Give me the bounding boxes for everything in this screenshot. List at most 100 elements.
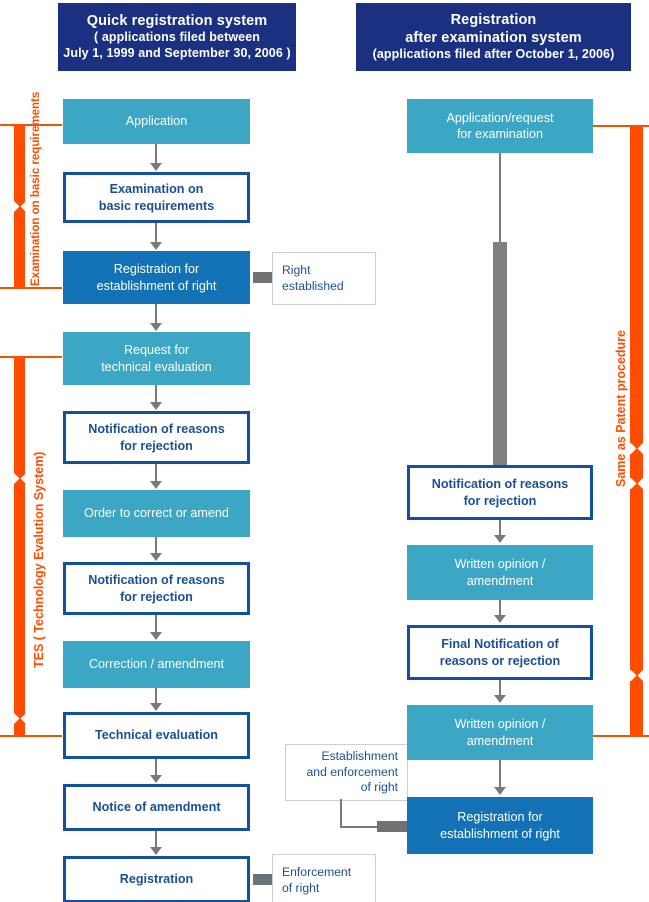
box-label-line-1: Request for (123, 343, 190, 358)
box-label-line-1: Application/request (446, 110, 554, 125)
box-technical-evaluation[interactable]: Technical evaluation (63, 712, 250, 759)
connector-line (155, 831, 157, 848)
note-label-line-2: of right (282, 880, 320, 895)
bracket-bar-patent-3 (630, 489, 643, 670)
box-label-line-2: technical evaluation (101, 359, 212, 374)
box-label-line-1: Application (125, 114, 188, 129)
box-request-for-technical-evaluation[interactable]: Request for technical evaluation (63, 332, 250, 385)
box-label-line-1: Notification of reasons (431, 477, 569, 492)
banner-subtitle-line-1: ( applications filed between (93, 30, 261, 45)
connector-arrow (494, 695, 506, 703)
connector-arrow (494, 615, 506, 623)
connector-arrow (494, 787, 506, 795)
connector-line (499, 600, 501, 616)
bracket-bar-patent-2 (630, 454, 643, 478)
connector-stub (253, 874, 272, 885)
connector-arrow (494, 535, 506, 543)
connector-line (340, 799, 342, 828)
note-establishment-and-enforcement-of-right: Establishment and enforcement of right (285, 744, 408, 801)
box-label-line-1: Notice of amendment (92, 800, 221, 815)
banner-title-line: Quick registration system (86, 13, 268, 30)
box-label-line-1: Technical evaluation (95, 728, 218, 743)
bracket-label-same-as-patent-procedure: Same as Patent procedure (614, 329, 628, 487)
connector-line (155, 759, 157, 776)
box-registration-for-establishment-of-right-right[interactable]: Registration for establishment of right (407, 797, 593, 854)
connector-line (155, 304, 157, 324)
connector-arrow (150, 163, 162, 171)
box-registration[interactable]: Registration (63, 856, 250, 902)
connector-arrow (150, 775, 162, 783)
bracket-notch-icon (630, 443, 643, 449)
box-notice-of-amendment[interactable]: Notice of amendment (63, 784, 250, 831)
banner-subtitle-line-2: July 1, 1999 and September 30, 2006 ) (63, 46, 291, 61)
box-label-line-1: Notification of reasons (88, 422, 225, 437)
box-label-line-2: for rejection (120, 438, 193, 453)
connector-arrow (150, 632, 162, 640)
box-label-line-2: basic requirements (98, 198, 215, 213)
note-right-established: Right established (272, 252, 376, 305)
connector-arrow (150, 242, 162, 250)
bracket-line-bottom (0, 735, 62, 737)
bracket-line-top (0, 356, 62, 358)
connector-arrow (150, 703, 162, 711)
banner-registration-after-examination-system: Registration after examination system (a… (356, 3, 631, 71)
box-notification-of-reasons-for-rejection-2[interactable]: Notification of reasons for rejection (63, 562, 250, 615)
note-label-line-3: of right (360, 780, 398, 795)
bracket-notch-icon (630, 478, 643, 484)
banner-title-line-2: after examination system (405, 30, 582, 47)
box-final-notification-of-reasons-or-rejection[interactable]: Final Notification of reasons or rejecti… (407, 625, 593, 680)
box-written-opinion-amendment-2[interactable]: Written opinion / amendment (407, 705, 593, 760)
box-label-line-2: for examination (456, 127, 544, 141)
banner-title-line: Registration (450, 12, 537, 29)
box-label-line-2: amendment (466, 573, 534, 588)
connector-arrow (150, 481, 162, 489)
box-label-line-1: Written opinion / (454, 717, 546, 732)
connector-line (499, 153, 501, 243)
box-label-line-2: for rejection (120, 589, 193, 604)
box-label-line-1: Notification of reasons (88, 573, 225, 588)
bracket-line-top (593, 125, 649, 127)
box-examination-basic-requirements[interactable]: Examination on basic requirements (63, 172, 250, 223)
box-written-opinion-amendment-1[interactable]: Written opinion / amendment (407, 545, 593, 600)
box-label-line-1: Final Notification of (441, 637, 559, 652)
note-enforcement-of-right: Enforcement of right (272, 854, 376, 902)
bracket-notch-icon (13, 473, 26, 479)
banner-subtitle-line: (applications filed after October 1, 200… (372, 47, 615, 62)
box-order-to-correct-or-amend[interactable]: Order to correct or amend (63, 490, 250, 537)
bracket-label-examination-basic-requirements: Examination on basic requirements (30, 91, 42, 286)
note-label-line-1: Enforcement (282, 864, 352, 879)
bracket-bar-examination (14, 124, 25, 201)
bracket-notch-icon (13, 713, 26, 719)
connector-line (155, 385, 157, 403)
box-label-line-1: Registration (119, 872, 194, 887)
connector-arrow (150, 402, 162, 410)
bracket-notch-icon (13, 201, 26, 207)
bracket-notch-icon (630, 670, 643, 676)
box-label-line-2: establishment of right (96, 278, 217, 293)
bracket-bar-tes-2 (14, 484, 25, 713)
box-label-line-1: Registration for (457, 810, 543, 825)
box-label-line-2: establishment of right (440, 826, 560, 841)
box-label-line-1: Registration for (113, 262, 200, 277)
banner-quick-registration-system: Quick registration system ( applications… (58, 3, 296, 71)
connector-line (499, 680, 501, 696)
bracket-bar-examination-2 (14, 212, 25, 288)
box-correction-amendment[interactable]: Correction / amendment (63, 641, 250, 688)
connector-line (155, 464, 157, 482)
bracket-label-tes: TES ( Technology Evalution System) (32, 451, 46, 668)
box-label-line-2: reasons or rejection (439, 653, 561, 668)
connector-line (155, 144, 157, 164)
connector-line (499, 760, 501, 788)
box-notification-of-reasons-for-rejection-1[interactable]: Notification of reasons for rejection (63, 411, 250, 464)
bracket-line-bottom (0, 287, 62, 289)
box-notification-of-reasons-for-rejection-right[interactable]: Notification of reasons for rejection (407, 465, 593, 520)
bracket-notch-icon (13, 478, 26, 484)
box-registration-for-establishment-of-right[interactable]: Registration for establishment of right (63, 251, 250, 304)
note-label-line-1: Establishment (321, 748, 398, 763)
connector-line (155, 688, 157, 704)
box-application-request-for-examination[interactable]: Application/request for examination (407, 99, 593, 153)
bracket-notch-icon (630, 483, 643, 489)
bracket-bar-tes-1 (14, 356, 25, 473)
box-application[interactable]: Application (63, 99, 250, 144)
